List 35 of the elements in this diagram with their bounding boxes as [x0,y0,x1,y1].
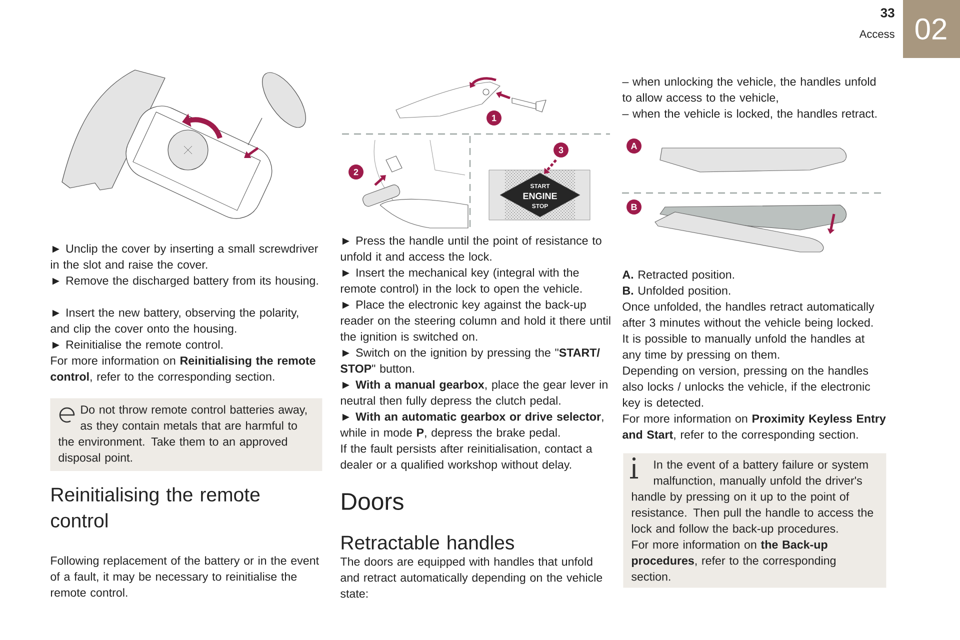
chapter-tab: 02 [903,0,960,58]
paragraph: Following replacement of the battery or in the event of a fault, it may be necessary to reinitialise the remote control. [50,556,319,597]
paragraph: ► Switch on the ignition by pressing the "START/ STOP" button. [340,348,600,373]
heading: Retractable handles [342,535,514,550]
section-header: Access [859,30,894,38]
button-label: ENGINE [523,192,557,200]
paragraph: ► With a manual gearbox, place the gear lever in neutral then fully depress the clutch pedal. [340,380,608,408]
note-box: In the event of a battery failure or system malfunction, manually unfold the driver's handle by pressing on it up to the point of resistance. Then pull the handle to access the lock and follow the back-up procedures. For more information on the Back-up procedures, refer to the corresponding section. [623,453,886,588]
paragraph: The doors are equipped with handles that unfold and retract automatically depending on the vehicle state: [340,557,602,598]
paragraph: ► Place the electronic key against the back-up reader on the steering column and hold it there until the ignition is switched on. [340,300,610,344]
paragraph: ► Remove the discharged battery from its housing. [52,276,318,288]
paragraph: A. Retracted position. [622,270,734,282]
paragraph: For more information on Proximity Keyless Entry and Start, refer to the corresponding section. [622,414,886,442]
paragraph: ► Insert the new battery, observing the polarity, and clip the cover onto the housing. [50,308,298,336]
callout-number: 2 [348,164,364,180]
paragraph: If the fault persists after reinitialisation, contact a dealer or a qualified workshop without delay. [340,444,592,472]
note-box: Do not throw remote control batteries away, as they contain metals that are harmful to the environment. Take them to an approved disposal point. [50,398,322,472]
page-number: 33 [880,8,894,18]
callout-number: 3 [554,142,568,158]
paragraph: ► With an automatic gearbox or drive selector, while in mode P, depress the brake pedal. [340,412,604,440]
paragraph: B. Unfolded position. [623,286,730,298]
paragraph: Depending on version, pressing on the handles also locks / unlocks the vehicle, if the electronic key is detected. [622,366,870,410]
heading: Doors [342,493,404,510]
paragraph: ► Insert the mechanical key (integral with the remote control) in the lock to open the vehicle. [340,268,582,296]
paragraph: For more information on Reinitialising the remote control, refer to the corresponding section. [50,356,316,384]
paragraph: It is possible to manually unfold the handles at any time by pressing on them. [622,334,865,362]
paragraph: ► Unclip the cover by inserting a small screwdriver in the slot and raise the cover. [50,244,318,269]
callout-number: 1 [486,110,502,126]
paragraph: ► Press the handle until the point of resistance to unfold it and access the lock. [340,236,602,261]
paragraph: – when the vehicle is locked, the handles retract. [622,109,876,120]
paragraph: – when unlocking the vehicle, the handles unfold to allow access to the vehicle, [622,77,876,104]
callout-number: A [626,138,642,154]
paragraph: Once unfolded, the handles retract automatically after 3 minutes without the vehicle being locked. [622,302,874,330]
callout-number: B [626,200,642,214]
paragraph: ► Reinitialise the remote control. [52,340,222,349]
